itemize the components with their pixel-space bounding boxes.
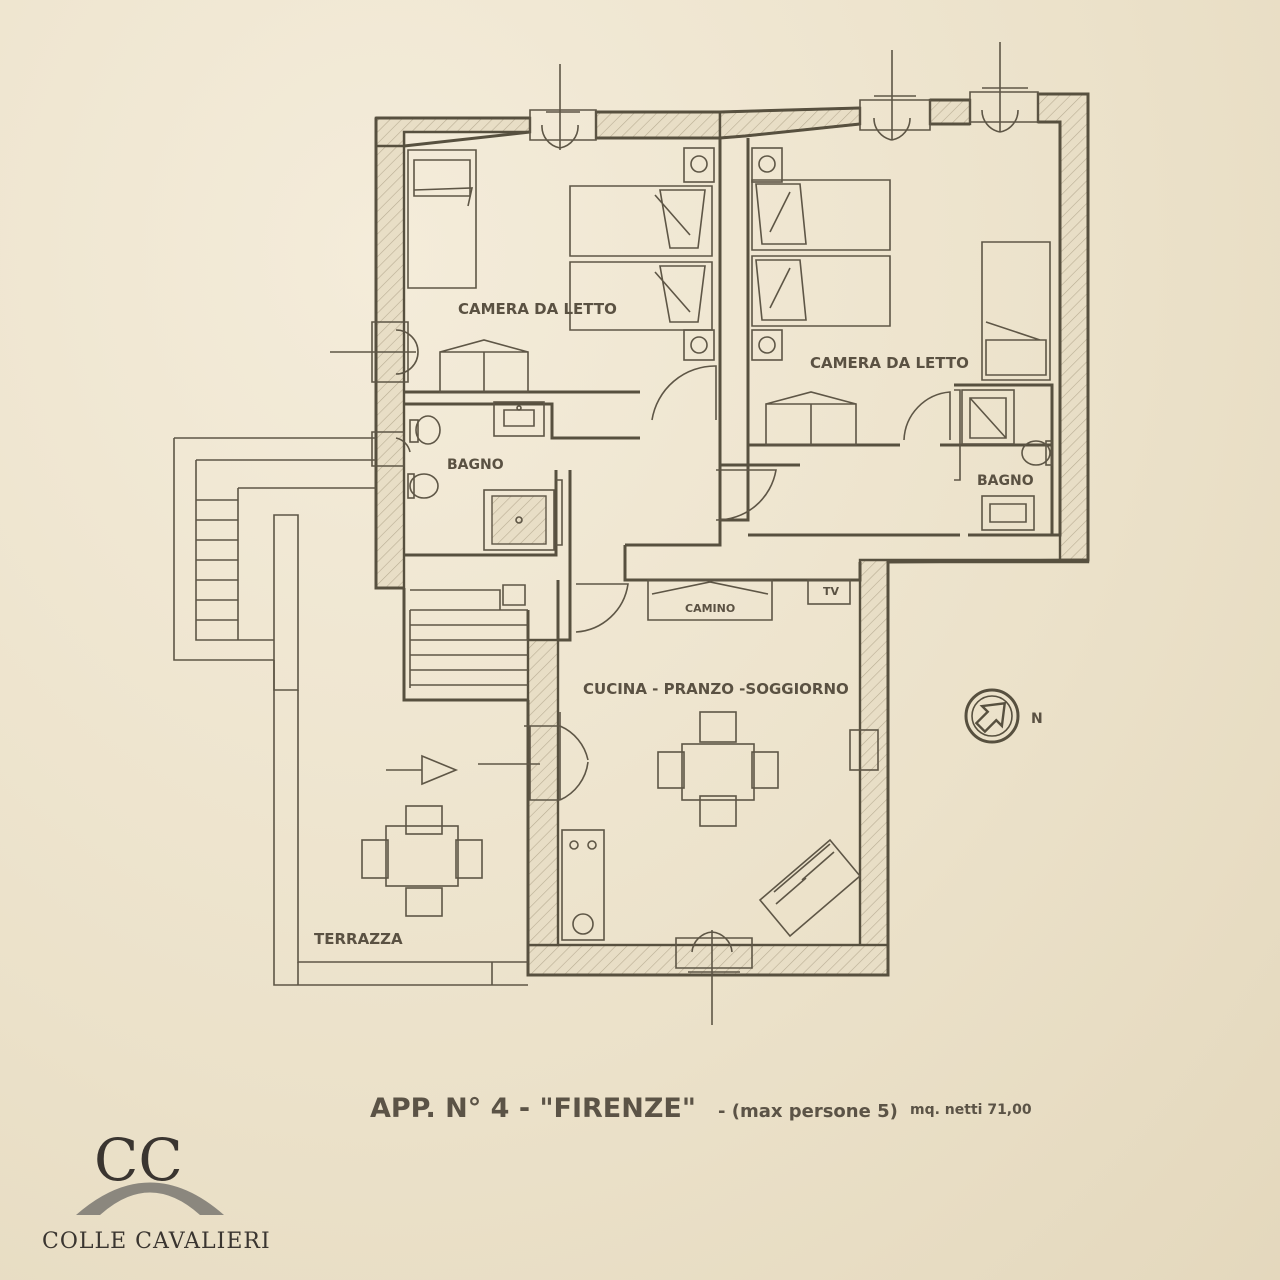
windows [330,42,1039,1025]
north-arrow-icon [964,688,1020,744]
room-label-camera-2: CAMERA DA LETTO [810,354,969,372]
apartment-title: APP. N° 4 - "FIRENZE" [370,1093,696,1124]
room-label-camino: CAMINO [685,602,735,615]
room-label-tv: TV [823,585,840,598]
compass-label: N [1031,711,1043,727]
doors [524,365,951,801]
wall-lines [374,92,1090,977]
max-persons: - (max persone 5) [718,1101,898,1122]
stair-treads [196,499,238,621]
bedroom-2-furniture [751,147,1051,446]
room-label-terrazza: TERRAZZA [314,930,403,948]
room-label-camera-1: CAMERA DA LETTO [458,300,617,318]
logo-monogram: CC [94,1126,183,1194]
staircase [173,437,528,986]
net-area: mq. netti 71,00 [910,1102,1032,1118]
room-label-soggiorno: CUCINA - PRANZO -SOGGIORNO [583,680,849,698]
bedroom-1-furniture [407,147,715,393]
room-label-bagno-1: BAGNO [447,457,504,473]
room-label-bagno-2: BAGNO [977,473,1034,489]
colle-cavalieri-logo: CC COLLE CAVALIERI [42,1126,271,1254]
terrace-furniture [361,754,540,917]
bathroom-2-fixtures [954,389,1053,531]
logo-name: COLLE CAVALIERI [42,1229,271,1254]
living-room-furniture [561,579,879,941]
bathroom-1-fixtures [407,401,563,551]
